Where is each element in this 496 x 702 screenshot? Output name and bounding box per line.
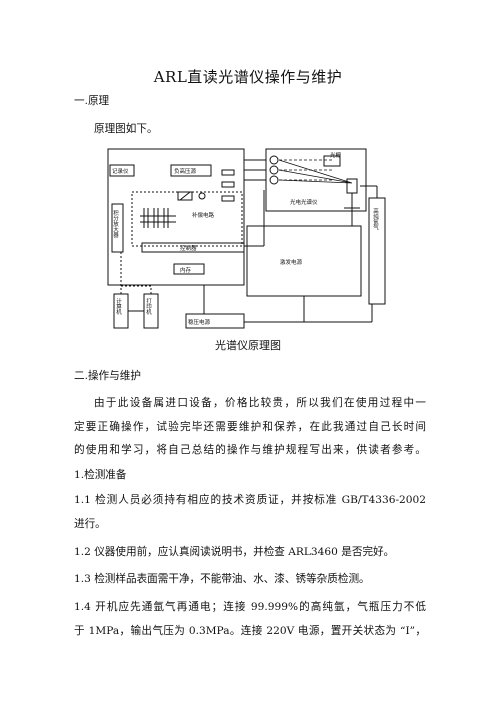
label-spectrometer: 光电光谱仪 (290, 198, 318, 206)
item-1-1-line-1: 1.1 检测人员必须持有相应的技术资质证，并按标准 GB/T4336-2002 (74, 494, 426, 506)
item-1-2: 1.2 仪器使用前，应认真阅读说明书，并检查 ARL3460 是否完好。 (74, 546, 395, 558)
label-integrator: 积分放大器 (112, 210, 119, 239)
regulator-box (185, 313, 245, 329)
item-1-4-line-1: 1.4 开机应先通氩气再通电；连接 99.999%的高纯氩，气瓶压力不低 (74, 601, 426, 613)
label-printer: 打印机 (145, 297, 152, 316)
relay-circle (198, 192, 206, 200)
label-recorder: 记录仪 (112, 167, 129, 175)
label-controller: 控制器 (180, 244, 197, 252)
subheading-prep: 1.检测准备 (74, 469, 127, 481)
pmt-2 (269, 165, 279, 175)
label-grating: 光栅 (330, 151, 342, 159)
inner-dashed-region (131, 191, 243, 247)
label-excitation: 激发电源 (280, 258, 303, 266)
label-computer: 计算机 (115, 297, 122, 316)
item-1-3: 1.3 检测样品表面需干净，不能带油、水、漆、锈等杂质检测。 (74, 573, 370, 585)
section-heading-operation: 二.操作与维护 (74, 370, 141, 382)
item-1-4-line-2: 于 1MPa，输出气压为 0.3MPa。连接 220V 电源，置开关状态为 “I… (74, 625, 426, 637)
grating-box (323, 155, 341, 167)
recorder-box (109, 164, 135, 177)
figure-caption: 光谱仪原理图 (215, 339, 281, 352)
sample-stand (346, 178, 358, 194)
hv-power-box (170, 164, 212, 177)
integrator-box (111, 203, 124, 253)
document-title: ARL直读光谱仪操作与维护 (153, 68, 343, 86)
schematic-diagram: 记录仪 负高压源 光栅 光电光谱仪 补偿电路 控制器 内存 激发电源 稳压电源 … (107, 148, 386, 329)
para-line-2: 定要正确操作，试验完毕还需要维护和保养，在此我通过自己长时间 (74, 421, 426, 433)
para-line-1: 由于此设备属进口设备，价格比较贵，所以我们在使用过程中一 (94, 397, 426, 409)
controller-box (141, 242, 245, 253)
main-cabinet-box (107, 148, 245, 286)
memory-box (173, 263, 205, 275)
switch-box (177, 191, 193, 201)
label-electric: 补偿电路 (192, 211, 215, 219)
principle-intro: 原理图如下。 (94, 123, 158, 135)
capacitor-array (140, 208, 176, 228)
label-regulator: 稳压电源 (188, 318, 211, 326)
label-hv-power: 负高压源 (174, 167, 197, 175)
item-1-1-line-2: 进行。 (74, 518, 106, 530)
para-line-3: 的使用和学习，将自己总结的操作与维护规程写出来，供读者参考。 (74, 444, 426, 456)
label-memory: 内存 (180, 266, 192, 274)
pmt-1 (269, 155, 279, 165)
pmt-3 (269, 175, 279, 185)
label-argon: 高纯氩气 (372, 207, 379, 231)
section-heading-principle: 一.原理 (74, 95, 110, 107)
